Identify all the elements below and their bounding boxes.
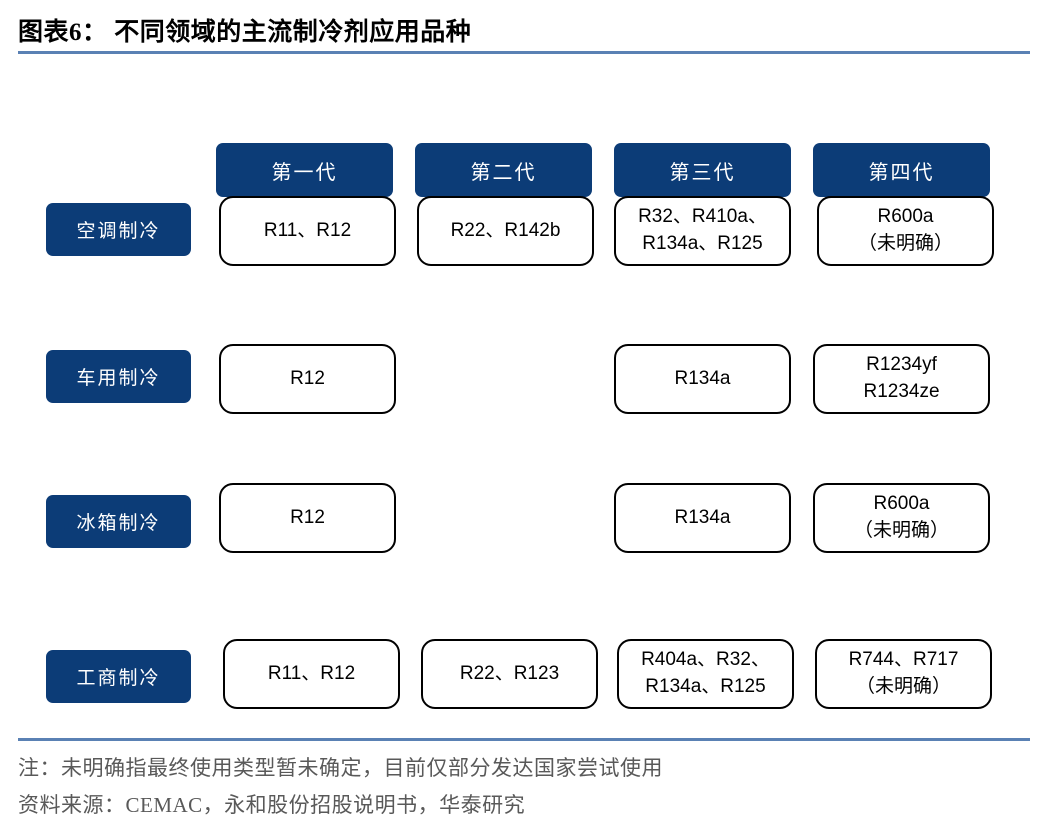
- cell-text: R134a: [674, 367, 731, 389]
- cell-commercial-gen3: R404a、R32、 R134a、R125: [617, 639, 794, 709]
- cell-text: R134a: [674, 506, 731, 528]
- cell-air-conditioning-gen1: R11、R12: [219, 196, 396, 266]
- column-header-gen3-label: 第三代: [669, 161, 736, 184]
- cell-refrigerator-gen3: R134a: [614, 483, 791, 553]
- column-header-gen4: 第四代: [813, 143, 990, 197]
- column-header-gen2: 第二代: [415, 143, 592, 197]
- title-divider: [18, 51, 1030, 54]
- cell-text: R11、R12: [263, 219, 352, 241]
- cell-text: R12: [290, 367, 325, 389]
- footer-divider: [18, 738, 1030, 741]
- cell-refrigerator-gen1: R12: [219, 483, 396, 553]
- cell-air-conditioning-gen3: R32、R410a、 R134a、R125: [614, 196, 791, 266]
- cell-automotive-gen1: R12: [219, 344, 396, 414]
- page-title: 图表6： 不同领域的主流制冷剂应用品种: [18, 19, 472, 46]
- column-header-gen1-label: 第一代: [271, 161, 338, 184]
- cell-text: R22、R142b: [450, 219, 561, 241]
- cell-text: R12: [290, 506, 325, 528]
- refrigerant-matrix: 第一代 第二代 第三代 第四代 空调制冷 R11、R12 R22、R142b R…: [0, 58, 1048, 738]
- cell-refrigerator-gen4: R600a （未明确）: [813, 483, 990, 553]
- row-label-air-conditioning: 空调制冷: [46, 203, 191, 256]
- row-label-commercial: 工商制冷: [46, 650, 191, 703]
- cell-commercial-gen2: R22、R123: [421, 639, 598, 709]
- footnote-source: 资料来源：CEMAC，永和股份招股说明书，华泰研究: [18, 793, 526, 817]
- column-header-gen4-label: 第四代: [868, 161, 935, 184]
- cell-text: R1234yf R1234ze: [863, 354, 940, 402]
- cell-text: R600a （未明确）: [857, 206, 953, 254]
- cell-text: R404a、R32、 R134a、R125: [641, 649, 770, 697]
- row-label-refrigerator-text: 冰箱制冷: [76, 513, 161, 534]
- footnote-note: 注：未明确指最终使用类型暂未确定，目前仅部分发达国家尝试使用: [18, 756, 663, 780]
- row-label-automotive-text: 车用制冷: [76, 368, 161, 389]
- cell-commercial-gen4: R744、R717 （未明确）: [815, 639, 992, 709]
- cell-text: R11、R12: [267, 662, 356, 684]
- cell-automotive-gen3: R134a: [614, 344, 791, 414]
- cell-commercial-gen1: R11、R12: [223, 639, 400, 709]
- cell-air-conditioning-gen2: R22、R142b: [417, 196, 594, 266]
- cell-text: R744、R717 （未明确）: [848, 649, 959, 697]
- column-header-gen3: 第三代: [614, 143, 791, 197]
- cell-automotive-gen4: R1234yf R1234ze: [813, 344, 990, 414]
- row-label-air-conditioning-text: 空调制冷: [76, 221, 161, 242]
- row-label-refrigerator: 冰箱制冷: [46, 495, 191, 548]
- cell-text: R600a （未明确）: [853, 493, 949, 541]
- cell-text: R32、R410a、 R134a、R125: [638, 206, 767, 254]
- column-header-gen1: 第一代: [216, 143, 393, 197]
- row-label-commercial-text: 工商制冷: [76, 668, 161, 689]
- cell-text: R22、R123: [459, 662, 560, 684]
- column-header-gen2-label: 第二代: [470, 161, 537, 184]
- row-label-automotive: 车用制冷: [46, 350, 191, 403]
- cell-air-conditioning-gen4: R600a （未明确）: [817, 196, 994, 266]
